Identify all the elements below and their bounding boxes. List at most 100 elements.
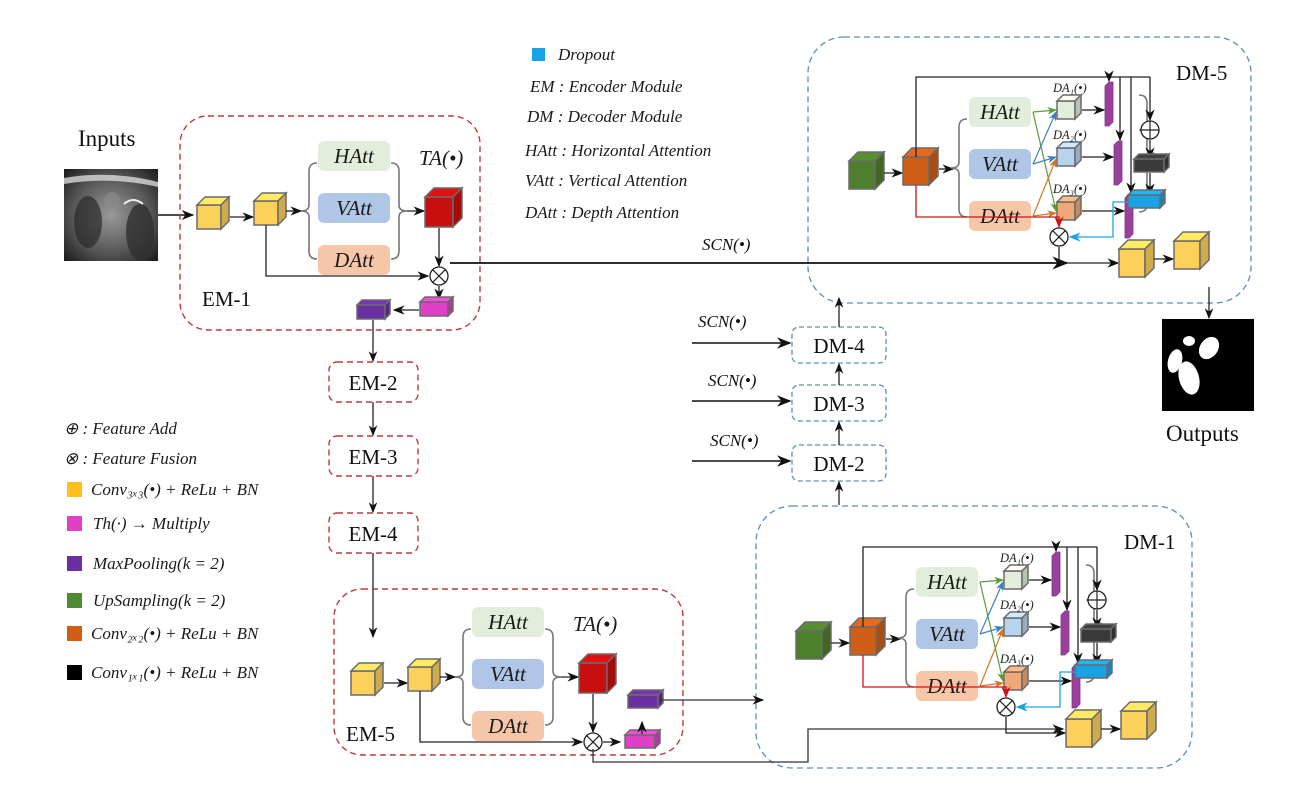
legend-vatt: VAtt : Vertical Attention [525,171,687,190]
legend-datt: DAtt : Depth Attention [524,203,679,222]
conv2-swatch [67,626,82,641]
conv3x3-out-block-1 [1064,708,1103,749]
legend-em: EM : Encoder Module [529,77,683,96]
ta-label: TA(•) [573,612,617,636]
th-swatch [67,516,82,531]
maxpool-block [355,298,392,321]
vatt-box-label: VAtt [490,662,527,686]
conv3x3-out-block-2 [1172,230,1211,271]
dm1-module: DM-1 [755,505,1193,769]
da1-label: DA₁(•) [999,551,1034,565]
dm5-label: DM-5 [1176,61,1227,85]
conv1x1-block [1079,622,1118,644]
em3-module: EM-3 [328,435,419,477]
feature-fusion-node [1049,227,1069,247]
em4-label: EM-4 [349,522,398,546]
da2-label: DA₂(•) [1052,128,1087,142]
conv3x3-block-1 [349,661,385,697]
em4-module: EM-4 [328,512,419,554]
maxpool-block [626,688,665,710]
da2-output-bar [1060,610,1070,656]
upsample-swatch [67,593,82,608]
legend-hatt: HAtt : Horizontal Attention [524,141,711,160]
upsampling-block [794,620,833,661]
conv1x1-block [1132,152,1171,174]
datt-box: DAtt [969,201,1031,231]
dm3-module: DM-3 [791,384,887,422]
ta-block [577,652,618,695]
vatt-box-label: VAtt [982,152,1019,176]
legend-left: ⊕ : Feature Add ⊗ : Feature Fusion Conv₃… [64,419,260,682]
hatt-box: HAtt [916,567,978,597]
th-multiply-block [623,728,662,750]
dm2-label: DM-2 [813,452,864,476]
legend-maxpool: MaxPooling(k = 2) [92,554,225,573]
datt-box-label: DAtt [333,248,375,272]
dm3-label: DM-3 [813,392,864,416]
hatt-box-label: HAtt [487,610,529,634]
da1-output-bar [1104,81,1114,127]
feature-fusion-node [583,732,603,752]
hatt-box-label: HAtt [333,144,375,168]
legend-conv2: Conv₂ₓ₂(•) + ReLu + BN [91,624,260,643]
da2-label: DA₂(•) [999,598,1034,612]
da3-label: DA₃(•) [1052,182,1087,196]
da2-output-bar [1113,140,1123,186]
ta-block [423,186,464,229]
datt-box: DAtt [472,711,544,741]
vatt-box: VAtt [969,149,1031,179]
attention-brace-left [950,118,968,218]
dm2-module: DM-2 [791,444,887,482]
hatt-box: HAtt [472,607,544,637]
da2-block [1055,140,1083,168]
em2-label: EM-2 [349,371,398,395]
em2-module: EM-2 [328,361,419,403]
dm1-label: DM-1 [1124,530,1175,554]
legend-fusion: ⊗ : Feature Fusion [64,449,197,468]
inputs-label: Inputs [78,126,136,151]
da2-block [1002,610,1030,638]
legend-add: ⊕ : Feature Add [64,419,177,438]
em3-label: EM-3 [349,445,398,469]
legend-conv1: Conv₁ₓ₁(•) + ReLu + BN [91,663,260,682]
datt-box-label: DAtt [487,714,529,738]
attention-brace-left [454,628,472,726]
da3-block [1002,664,1030,692]
feature-add-node [1087,590,1107,610]
conv3x3-out-block-2 [1119,700,1158,741]
em5-label: EM-5 [346,722,395,746]
dm5-module: DM-5 [807,36,1252,304]
legend-dm: DM : Decoder Module [526,107,683,126]
attention-brace-left [897,588,915,688]
da1-output-bar [1051,551,1061,597]
dropout-block [1073,658,1114,680]
vatt-box: VAtt [916,619,978,649]
da1-label: DA₁(•) [1052,81,1087,95]
th-multiply-block [418,295,455,318]
attention-brace-right [390,162,408,260]
vatt-box-label: VAtt [336,196,373,220]
legend-top: Dropout EM : Encoder Module DM : Decoder… [524,45,711,222]
scn-label-dm3: SCN(•) [708,371,757,390]
input-ultrasound-image [64,169,158,261]
da3-label: DA₃(•) [999,652,1034,666]
da1-block [1002,563,1030,591]
conv3x3-block-2 [406,657,442,693]
legend-upsample: UpSampling(k = 2) [93,591,226,610]
dropout-block [1126,188,1167,210]
attention-brace-left [300,162,318,260]
conv3x3-out-block-1 [1117,238,1156,279]
hatt-box-label: HAtt [979,100,1021,124]
datt-box-label: DAtt [926,674,968,698]
dropout-swatch [532,48,545,61]
conv3x3-block-2 [252,191,288,227]
ta-label: TA(•) [419,146,463,170]
vatt-box-label: VAtt [929,622,966,646]
outputs-label: Outputs [1166,421,1239,446]
da3-block [1055,194,1083,222]
em1-label: EM-1 [202,287,251,311]
output-mask-image [1162,319,1254,411]
